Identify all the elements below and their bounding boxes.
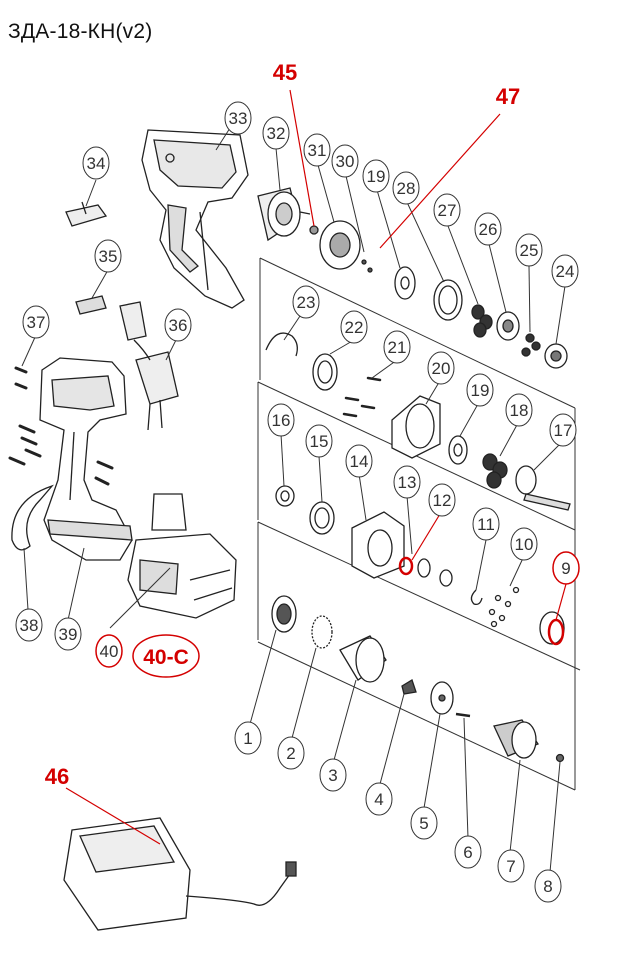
part-2-ring: [311, 615, 333, 649]
diagram-title: ЗДА-18-КН(v2): [8, 20, 153, 43]
callout-28: 28: [397, 179, 416, 198]
part-15-ring: [309, 501, 335, 535]
callout-21: 21: [388, 338, 407, 357]
part-27-planet-gears: [471, 304, 493, 338]
callout-12: 12: [433, 491, 452, 510]
part-18-planet-gears: [482, 453, 508, 489]
leader-lines: [21, 127, 566, 873]
callout-32: 32: [267, 124, 286, 143]
callout-2: 2: [286, 744, 295, 763]
part-32-motor: [257, 187, 311, 242]
part-7-chuck: [493, 719, 539, 759]
red-labels: 45 47 40-C 46: [45, 60, 520, 789]
callout-39: 39: [59, 625, 78, 644]
part-22-ring: [312, 353, 338, 391]
part-3-sleeve: [339, 635, 387, 683]
part-36-switch-assembly: [119, 301, 179, 431]
callout-14: 14: [350, 452, 369, 471]
callout-18: 18: [510, 401, 529, 420]
part-12-washer: [417, 558, 431, 578]
callout-36: 36: [169, 316, 188, 335]
callout-30: 30: [336, 152, 355, 171]
part-21-screws: [342, 376, 382, 418]
callout-22: 22: [345, 318, 364, 337]
part-16-bushing: [275, 485, 295, 507]
callout-11: 11: [477, 515, 495, 534]
callout-40-c: 40-C: [143, 646, 189, 669]
part-25-gears: [521, 333, 541, 357]
callout-31: 31: [308, 141, 327, 160]
callout-33: 33: [229, 109, 248, 128]
part-19-washer-top: [394, 266, 416, 300]
part-35-switch-part: [75, 295, 107, 315]
part-1-spring-cup: [271, 595, 297, 633]
part-37-screws: [8, 366, 114, 486]
part-5-plate: [430, 681, 454, 715]
part-38-strap: [11, 484, 55, 551]
red-leader-lines: [65, 89, 567, 845]
callout-6: 6: [463, 843, 472, 862]
part-20-gear-housing: [391, 395, 441, 459]
callout-34: 34: [87, 154, 106, 173]
callout-47: 47: [496, 84, 520, 109]
part-45-marker: [309, 225, 319, 235]
part-23-spring: [265, 332, 298, 357]
callout-23: 23: [297, 293, 316, 312]
part-39-housing-half: [39, 357, 133, 561]
part-9-ring: [539, 611, 565, 646]
part-34-clip: [65, 201, 108, 227]
callout-19: 19: [471, 381, 490, 400]
part-14-clutch-housing: [351, 511, 405, 579]
part-11-clip: [470, 589, 483, 606]
callout-1: 1: [243, 729, 252, 748]
callout-35: 35: [99, 247, 118, 266]
part-6-screw: [455, 712, 471, 718]
callout-4: 4: [374, 790, 383, 809]
callout-40: 40: [100, 642, 119, 661]
part-12-washer-b: [439, 569, 453, 587]
callout-17: 17: [554, 421, 573, 440]
part-31-gear-plate: [319, 220, 361, 270]
red-callout-circles: [95, 551, 580, 678]
callout-circles: [15, 101, 579, 903]
part-13-o-ring: [398, 556, 414, 576]
callout-27: 27: [438, 201, 457, 220]
callout-38: 38: [20, 616, 39, 635]
callout-8: 8: [543, 877, 552, 896]
part-33-housing-half: [141, 129, 249, 309]
callout-24: 24: [556, 262, 575, 281]
part-10-balls: [488, 586, 520, 628]
part-26-carrier: [496, 311, 520, 341]
callout-5: 5: [419, 814, 428, 833]
callout-labels: 33 32 31 30 19 28 27 26 25 24 34 35 36 3…: [20, 109, 575, 896]
part-30-screws: [361, 259, 373, 273]
callout-19-top: 19: [367, 167, 386, 186]
callout-45: 45: [273, 60, 297, 85]
part-4-clip: [401, 679, 417, 695]
callout-7: 7: [506, 857, 515, 876]
part-40-battery: [127, 493, 237, 619]
part-8-screw: [555, 753, 565, 763]
callout-20: 20: [432, 359, 451, 378]
part-46-charger: [63, 817, 297, 931]
callout-46: 46: [45, 764, 69, 789]
callout-10: 10: [515, 535, 534, 554]
part-19-washer: [448, 435, 468, 465]
callout-15: 15: [310, 432, 329, 451]
callout-9: 9: [561, 559, 570, 578]
callout-16: 16: [272, 411, 291, 430]
callout-3: 3: [328, 766, 337, 785]
part-28-ring: [433, 279, 463, 321]
callout-26: 26: [479, 220, 498, 239]
part-24-gear: [544, 343, 568, 369]
callout-25: 25: [520, 241, 539, 260]
callout-13: 13: [398, 473, 417, 492]
part-17-spindle: [515, 465, 571, 511]
callout-37: 37: [27, 313, 46, 332]
